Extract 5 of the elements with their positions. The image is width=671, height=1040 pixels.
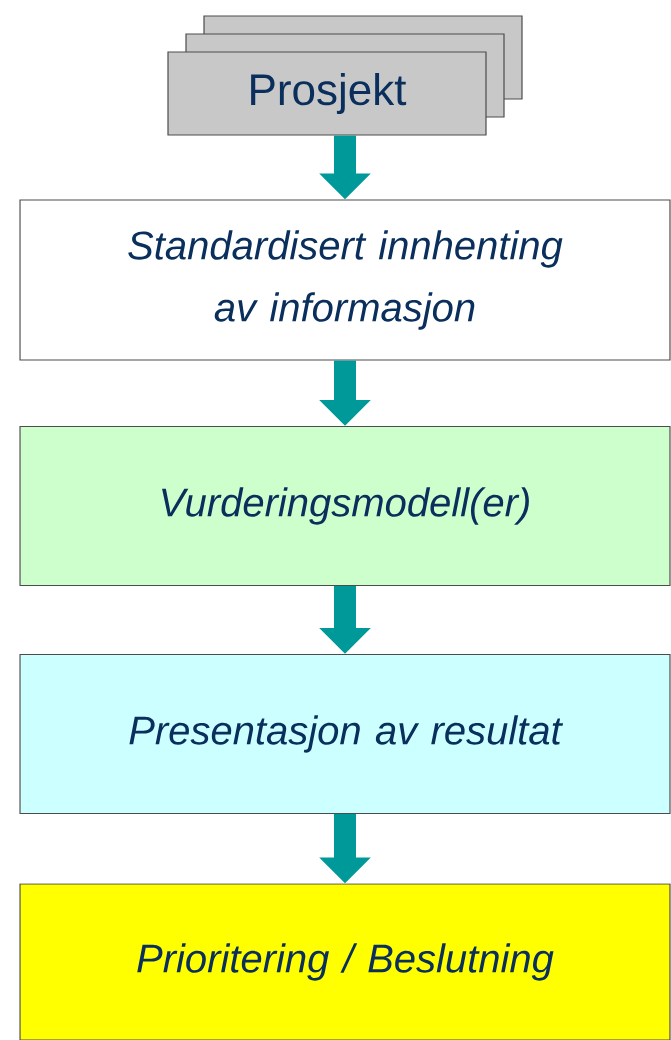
stacked-document-box: Prosjekt: [167, 15, 523, 136]
process-box: Presentasjon av resultat: [19, 653, 671, 815]
process-box: Standardisert innhenting av informasjon: [19, 199, 671, 361]
process-box: Vurderingsmodell(er): [19, 425, 671, 587]
process-box: Prioritering / Beslutning: [19, 883, 671, 1040]
